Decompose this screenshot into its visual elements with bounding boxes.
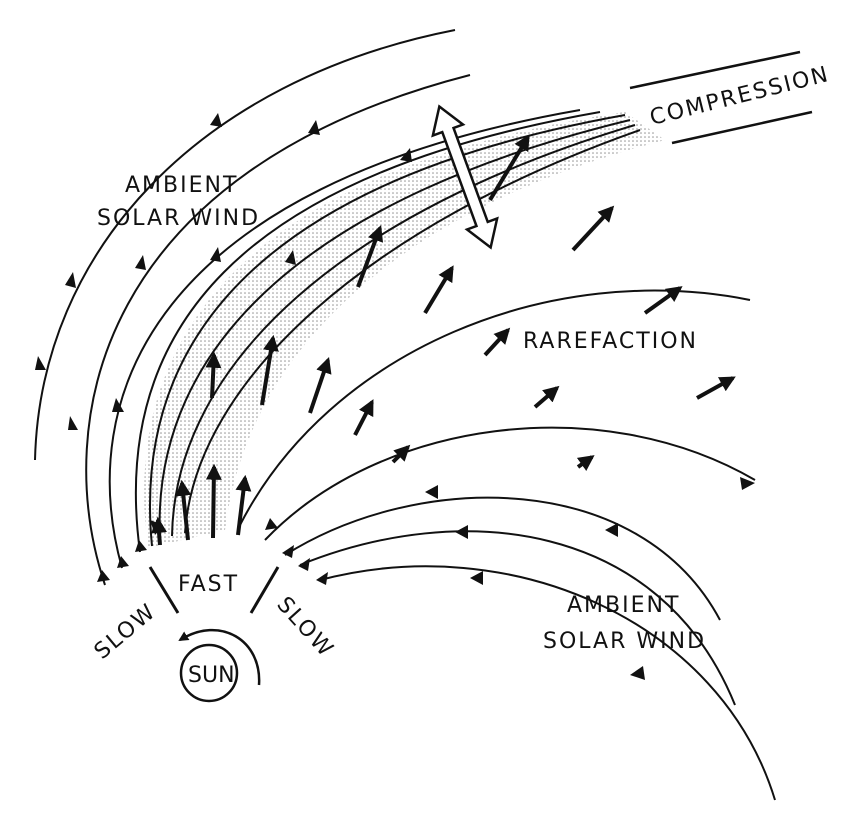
- field-lines-ambient-left: [34, 29, 601, 586]
- sun-circle: [179, 643, 239, 703]
- rarefaction-label: RAREFACTION: [523, 329, 698, 354]
- fast-slow-divider-left: [148, 566, 180, 614]
- expansion-double-arrow: [431, 104, 499, 250]
- field-lines-compression: [149, 114, 641, 547]
- fast-label: FAST: [178, 572, 239, 597]
- rotation-arrow-icon: [178, 628, 261, 686]
- slow-left-label: SLOW: [90, 599, 162, 665]
- ambient-bottom-label-1: AMBIENT: [567, 593, 680, 618]
- velocity-arrows: [151, 134, 736, 546]
- field-line-arrowheads: [35, 113, 755, 680]
- field-lines-right: [239, 289, 776, 801]
- slow-right-label: SLOW: [272, 592, 339, 663]
- compression-bracket-bottom: [671, 110, 813, 145]
- fast-slow-divider-right: [249, 566, 280, 614]
- ambient-top-label-1: AMBIENT: [125, 173, 238, 198]
- ambient-bottom-label-2: SOLAR WIND: [543, 629, 706, 654]
- ambient-top-label-2: SOLAR WIND: [97, 206, 260, 231]
- compression-bracket-top: [629, 50, 801, 90]
- sun-label: SUN: [188, 663, 235, 688]
- compression-label: COMPRESSION: [647, 62, 832, 131]
